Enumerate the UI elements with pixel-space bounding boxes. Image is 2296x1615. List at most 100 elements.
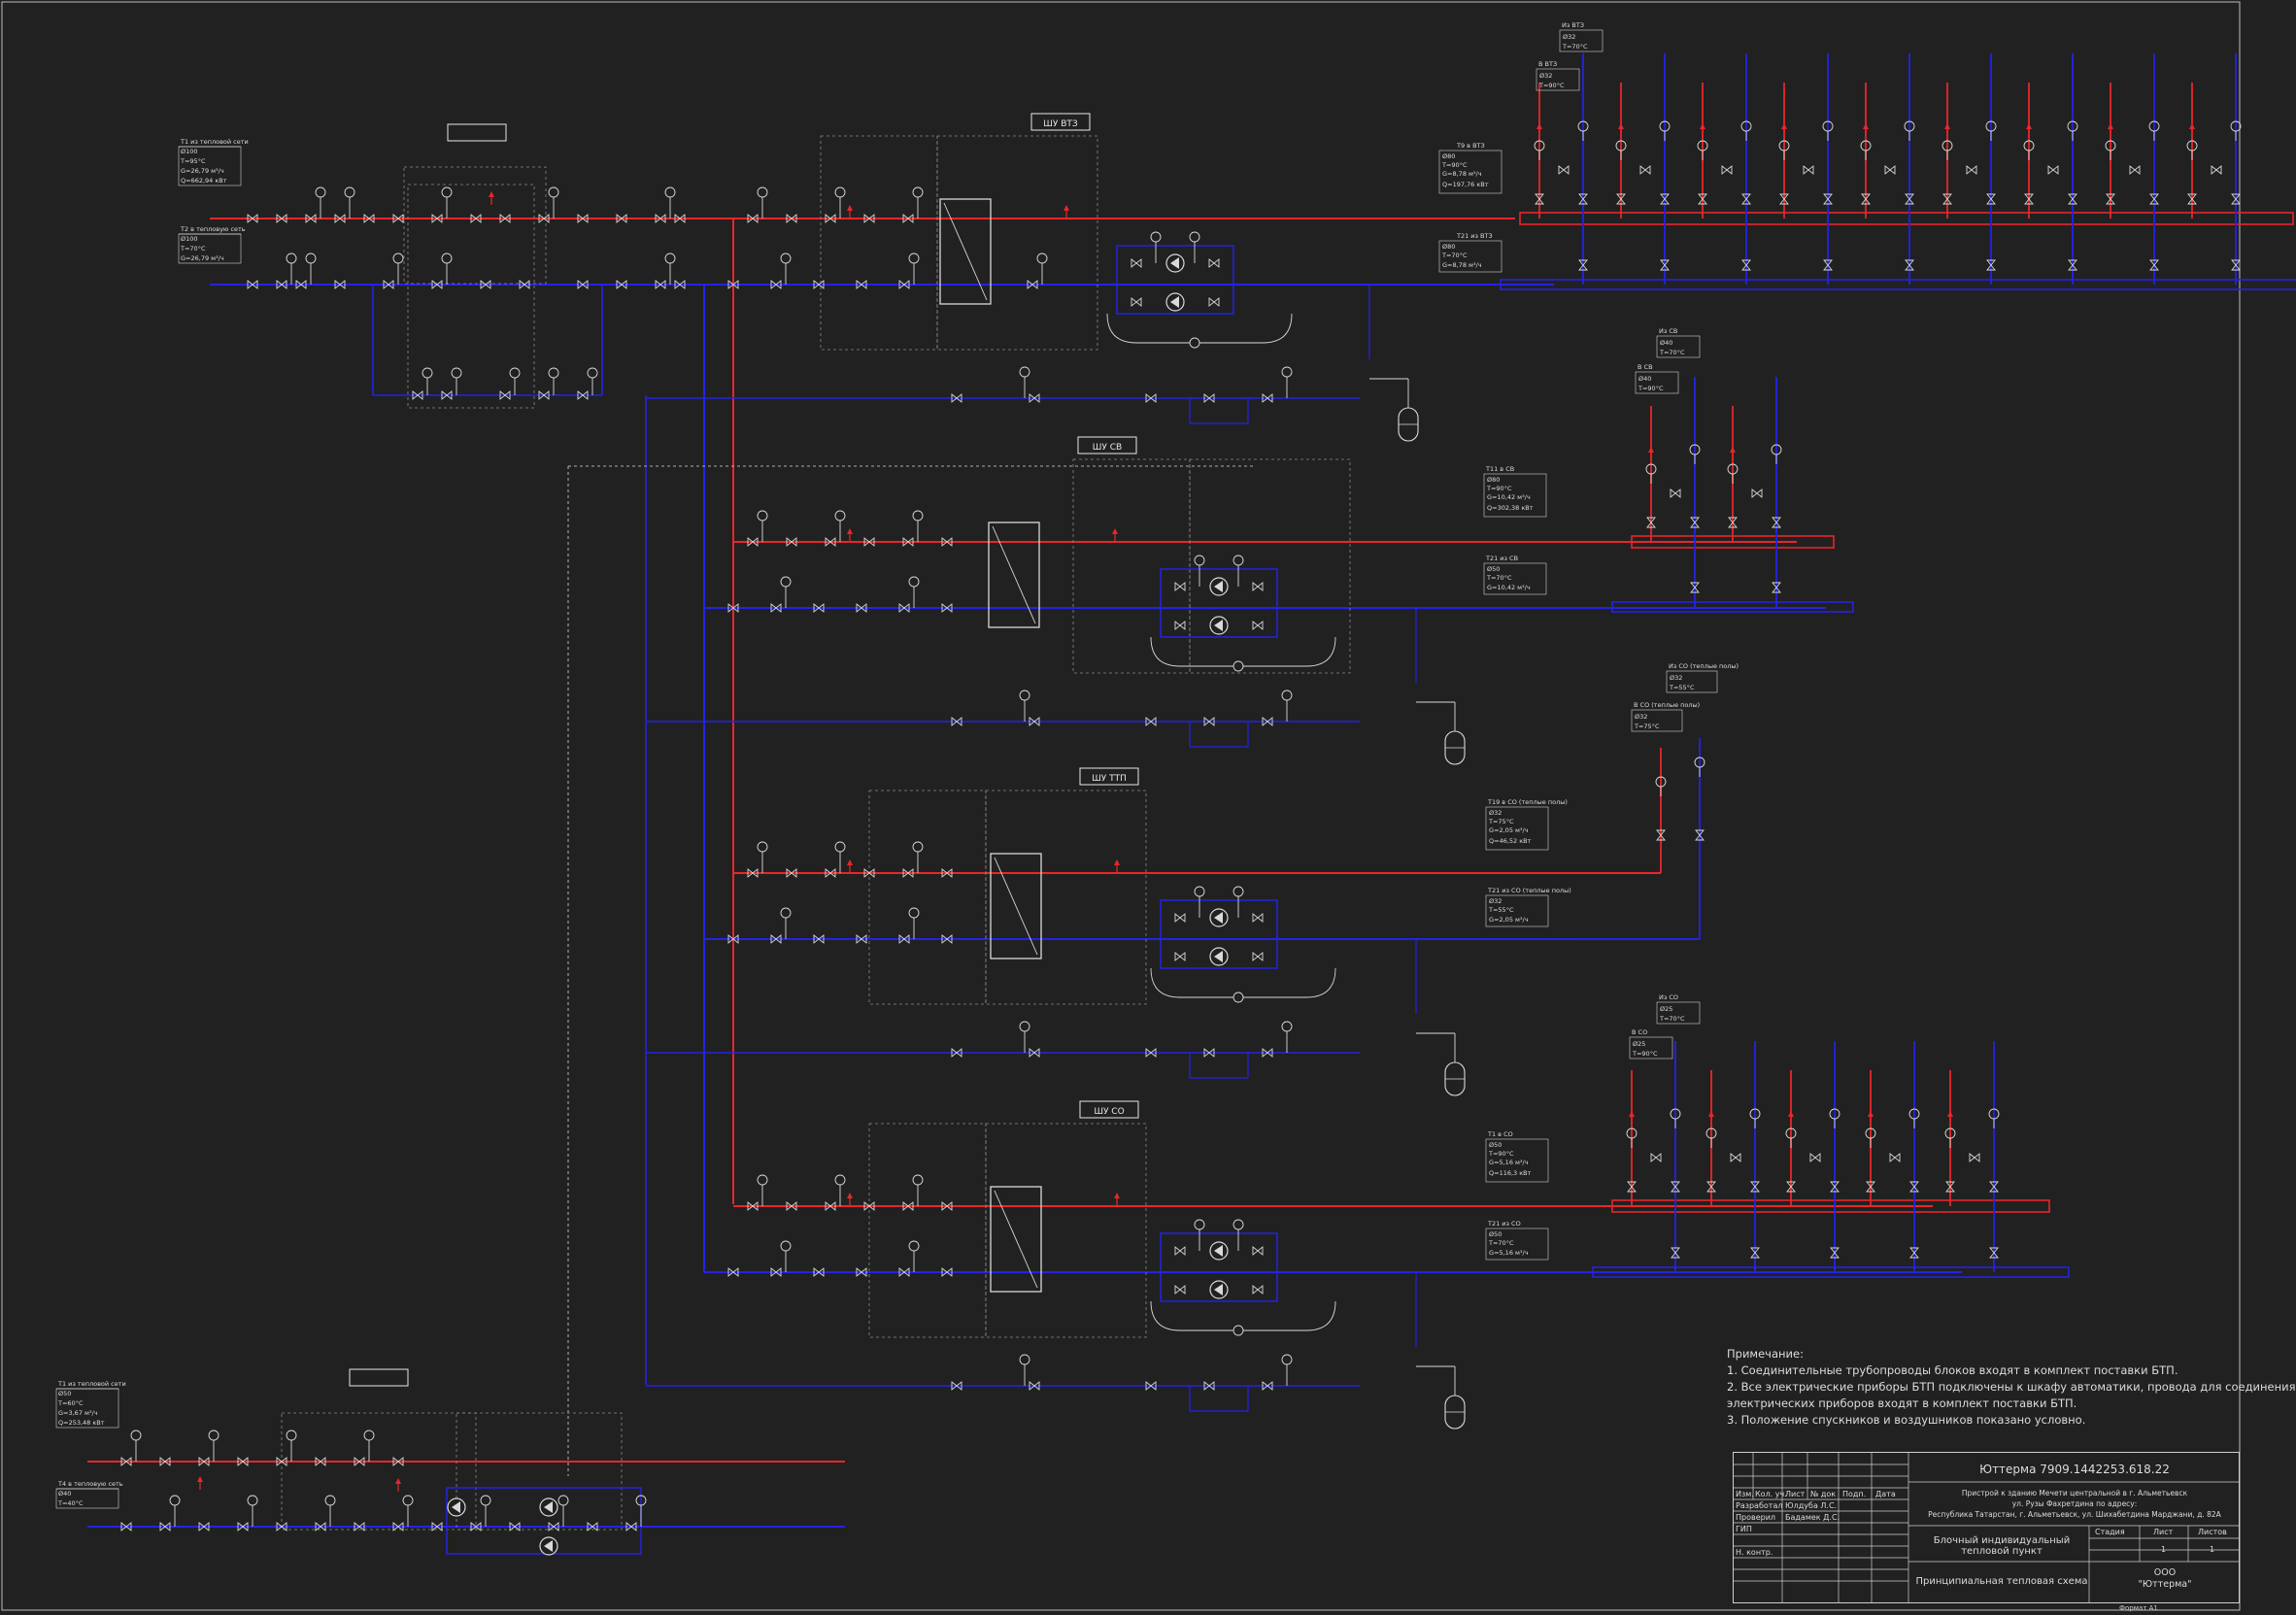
valve-icon [863, 214, 875, 223]
valve-shape [276, 280, 287, 289]
valve-icon [1145, 1048, 1157, 1058]
svg-text:Т9 в ВТЗ: Т9 в ВТЗ [1456, 142, 1485, 150]
valve-icon [1203, 717, 1215, 726]
svg-text:Т21 из СВ: Т21 из СВ [1485, 555, 1518, 562]
gauge-dial [1689, 444, 1701, 455]
valve-icon [1252, 952, 1264, 961]
heat-exchanger-diagonal [943, 202, 988, 301]
valve-icon [1174, 582, 1186, 591]
gauge-dial [286, 1430, 297, 1441]
valve-icon [786, 1201, 797, 1211]
valve-shape [363, 214, 375, 223]
gauge-icon [1985, 120, 1997, 141]
valve-icon [1671, 1181, 1680, 1193]
gauge-dial [1908, 1108, 1920, 1120]
input-t2-flow: G=26,79 м³/ч [181, 254, 224, 262]
valve-icon [786, 537, 797, 547]
valve-shape [727, 1267, 739, 1277]
valve-icon [276, 280, 287, 289]
valve-shape [2068, 259, 2077, 271]
svg-text:Т=70°С: Т=70°С [1488, 1239, 1514, 1247]
gauge-dial [1944, 1127, 1956, 1139]
valve-shape [1208, 258, 1220, 268]
valve-icon [898, 603, 910, 613]
valve-shape [856, 280, 867, 289]
gauge-dial [557, 1495, 569, 1506]
input-t1-lower-dn: Ø50 [58, 1390, 71, 1397]
valve-icon [1029, 1048, 1040, 1058]
gauge-icon [1281, 1021, 1293, 1053]
tb-code: Юттерма 7909.1442253.618.22 [1979, 1463, 2170, 1476]
valve-shape [470, 214, 482, 223]
valve-icon [392, 1457, 404, 1466]
valve-icon [509, 1522, 521, 1531]
svg-text:Ø50: Ø50 [1487, 565, 1500, 573]
gauge-dial [1281, 690, 1293, 701]
valve-icon [1884, 165, 1896, 175]
valve-icon [941, 603, 953, 613]
valve-icon [616, 214, 627, 223]
gauge-dial [1019, 1021, 1030, 1032]
tb-address-2: ул. Рузы Фахретдина по адресу: [2011, 1499, 2138, 1508]
valve-shape [1208, 297, 1220, 307]
gauge-dial [1670, 1108, 1681, 1120]
valve-shape [1252, 1285, 1264, 1295]
pump-triangle [1214, 912, 1223, 924]
svg-text:Т=70°С: Т=70°С [1659, 349, 1685, 356]
gauge-icon [757, 510, 768, 542]
valve-icon [2047, 165, 2059, 175]
gauge-dial [1941, 140, 1953, 151]
gauge-dial [1281, 1354, 1293, 1365]
svg-text:G=8,78 м³/ч: G=8,78 м³/ч [1442, 170, 1482, 178]
gauge-dial [2023, 140, 2035, 151]
valve-icon [898, 1267, 910, 1277]
supply-header [1611, 1199, 2050, 1213]
valve-icon [1660, 259, 1670, 271]
valve-icon [770, 280, 782, 289]
valve-icon [237, 1457, 249, 1466]
valve-icon [1262, 1048, 1273, 1058]
svg-text:Ø50: Ø50 [1489, 1141, 1502, 1149]
gauge-dial [208, 1430, 219, 1441]
input-t1-lower-power: Q=253,48 кВт [58, 1419, 105, 1427]
valve-icon [470, 214, 482, 223]
gauge-icon [1705, 1127, 1717, 1148]
gauge-icon [1822, 120, 1834, 141]
valve-icon [1131, 258, 1142, 268]
tb-org-1: ООО [2153, 1567, 2177, 1578]
valve-shape [770, 1267, 782, 1277]
gauge-icon [344, 186, 355, 219]
gauge-dial [757, 841, 768, 853]
gauge-dial [1036, 252, 1048, 264]
gauge-dial [1655, 776, 1667, 788]
gauge-icon [1019, 366, 1030, 398]
pump-icon [447, 1497, 466, 1517]
pump-icon [539, 1536, 558, 1556]
gauge-icon [1908, 1108, 1920, 1128]
arrow-icon [197, 1476, 203, 1482]
gauge-dial [548, 186, 559, 198]
ttp-out-label: Из СО (теплые полы) [1669, 662, 1739, 670]
valve-shape [1558, 165, 1570, 175]
heat-exchanger-diagonal [992, 525, 1036, 624]
valve-shape [1989, 1247, 1999, 1259]
valve-shape [825, 868, 836, 878]
arrow-icon [2026, 123, 2032, 129]
valve-icon [1909, 1247, 1919, 1259]
valve-shape [1262, 717, 1273, 726]
valve-shape [412, 390, 423, 400]
valve-icon [1671, 1247, 1680, 1259]
valve-shape [334, 280, 346, 289]
gauge-icon [169, 1495, 181, 1527]
valve-shape [1203, 1048, 1215, 1058]
valve-shape [786, 868, 797, 878]
tb-sheet-label: Лист [2153, 1528, 2174, 1536]
valve-icon [1262, 393, 1273, 403]
valve-icon [1639, 165, 1651, 175]
sensor-icon [1232, 1325, 1244, 1336]
valve-icon [1721, 165, 1733, 175]
valve-shape [863, 868, 875, 878]
valve-icon [902, 1201, 914, 1211]
tb-role-2: Проверил [1736, 1513, 1776, 1522]
dashed-frame [820, 135, 938, 351]
